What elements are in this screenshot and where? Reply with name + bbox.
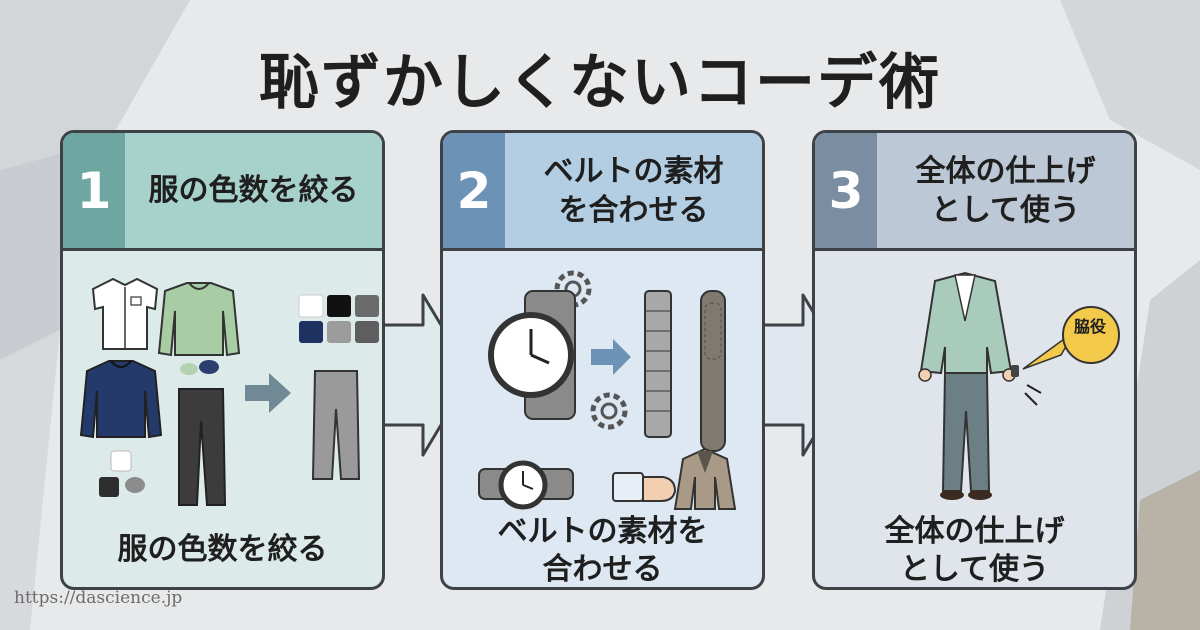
step-1-heading: 服の色数を絞る (148, 173, 359, 208)
step-3-header: 3 全体の仕上げ として使う (815, 133, 1134, 251)
outfit-illustration (918, 271, 1120, 500)
badge-label: 脇役 (1073, 317, 1106, 336)
leather-strap-icon (700, 290, 726, 452)
watch-icon (488, 290, 576, 420)
step-2-number: 2 (443, 133, 505, 248)
gear-icon (590, 392, 628, 430)
step-panel-2: 2 ベルトの素材 を合わせる (440, 130, 765, 590)
step-3-caption: 全体の仕上げ として使う (884, 514, 1065, 587)
speech-bubble-icon (1022, 306, 1120, 370)
person-outfit-icon (918, 271, 1019, 500)
trousers-icon (178, 388, 227, 506)
step-panel-3: 3 全体の仕上げ として使う 全体の仕上げ として使う (812, 130, 1137, 590)
page-title: 恥ずかしくないコーデ術 (259, 48, 941, 118)
small-watch-icon (478, 460, 574, 510)
step-1-number: 1 (63, 133, 125, 248)
color-palette-icon (298, 294, 379, 343)
step-panel-1: 1 服の色数を絞る (60, 130, 385, 590)
watch-belt-illustration (478, 270, 737, 510)
grey-trousers-icon (311, 370, 361, 480)
metal-band-icon (644, 290, 672, 438)
hand-icon (612, 472, 677, 502)
source-url: https://dascience.jp (14, 588, 183, 608)
step-1-header: 1 服の色数を絞る (63, 133, 382, 251)
step-2-caption: ベルトの素材を 合わせる (497, 514, 708, 587)
step-3-number: 3 (815, 133, 877, 248)
step-1-caption: 服の色数を絞る (117, 532, 328, 567)
navy-sweater-icon (79, 360, 163, 439)
step-3-heading: 全体の仕上げ として使う (915, 153, 1096, 228)
jacket-icon (673, 447, 737, 510)
sweater-icon (157, 282, 241, 357)
step-2-header: 2 ベルトの素材 を合わせる (443, 133, 762, 251)
shirt-icon (91, 277, 159, 350)
clothing-illustration (79, 277, 379, 506)
step-2-heading: ベルトの素材 を合わせる (543, 153, 724, 228)
